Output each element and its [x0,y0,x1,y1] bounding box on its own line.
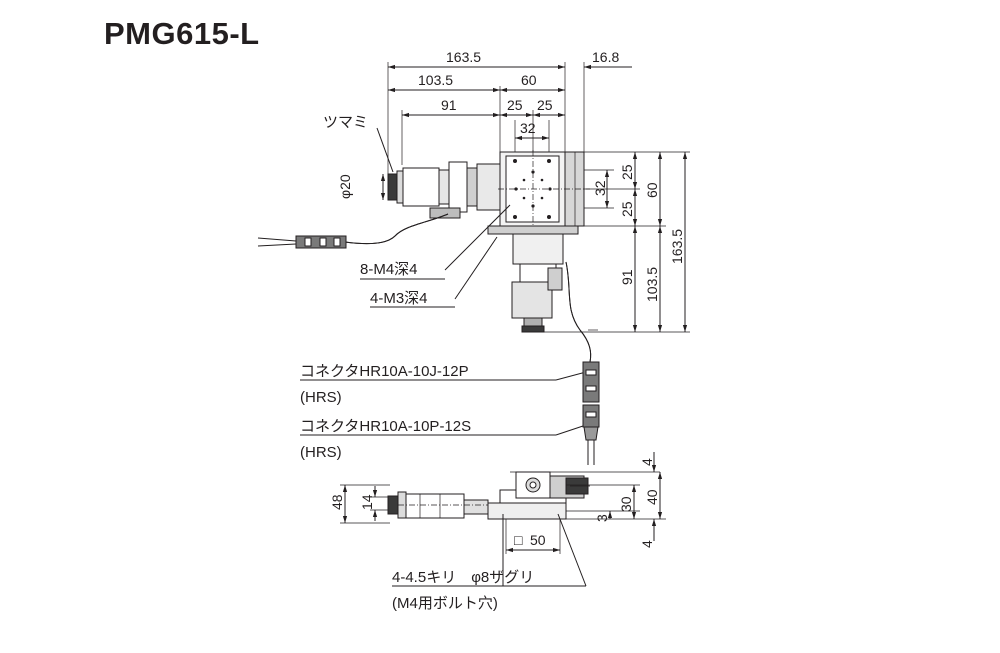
dim-knob-ext: 16.8 [592,49,619,65]
holes-label: 4-4.5キリ φ8ザグリ [392,569,534,586]
dim-half-b: 25 [537,97,553,113]
dim-right-lower-part: 103.5 [644,267,660,302]
dim-right-total-height: 163.5 [669,229,685,264]
dim-stage-width: 60 [521,72,537,88]
dim-motor-len: 91 [441,97,457,113]
dim-bottom-gap: 4 [639,540,655,548]
dim-total-width: 163.5 [446,49,481,65]
page-title: PMG615-L [104,16,260,51]
base-square-symbol: □ [514,532,523,548]
side-view: 48 14 4 4 3 30 40 [329,452,666,612]
dim-side-30: 30 [618,496,634,512]
connector1-maker: (HRS) [300,389,342,406]
holes-note: (M4用ボルト穴) [392,595,498,612]
dim-right-half-b: 25 [619,201,635,217]
dim-right-pitch: 32 [592,180,608,196]
dim-base-square: 50 [530,532,546,548]
connector2-maker: (HRS) [300,444,342,461]
top-view: 163.5 16.8 103.5 60 91 25 25 32 ツマミ φ20 [257,49,690,363]
dim-side-40: 40 [644,489,660,505]
dim-right-stage: 60 [644,182,660,198]
connector1-label: コネクタHR10A-10J-12P [300,363,469,380]
tap-m3-label: 4-M3深4 [370,290,428,307]
connector-vertical [582,361,600,465]
dim-right-half-a: 25 [619,164,635,180]
dim-axis-height: 14 [359,494,375,510]
dim-top-gap: 4 [639,458,655,466]
dim-overall-height: 48 [329,494,345,510]
tap-m4-label: 8-M4深4 [360,261,418,278]
dim-right-motor-len: 91 [619,269,635,285]
connector-horizontal [257,235,347,249]
dim-left-part: 103.5 [418,72,453,88]
dim-knob-dia: φ20 [337,174,353,199]
dim-half-a: 25 [507,97,523,113]
dim-pitch: 32 [520,120,536,136]
dim-side-3: 3 [594,514,610,522]
knob-label: ツマミ [323,114,368,131]
connector2-label: コネクタHR10A-10P-12S [300,418,471,435]
connector-callouts: コネクタHR10A-10J-12P (HRS) コネクタHR10A-10P-12… [300,361,600,465]
